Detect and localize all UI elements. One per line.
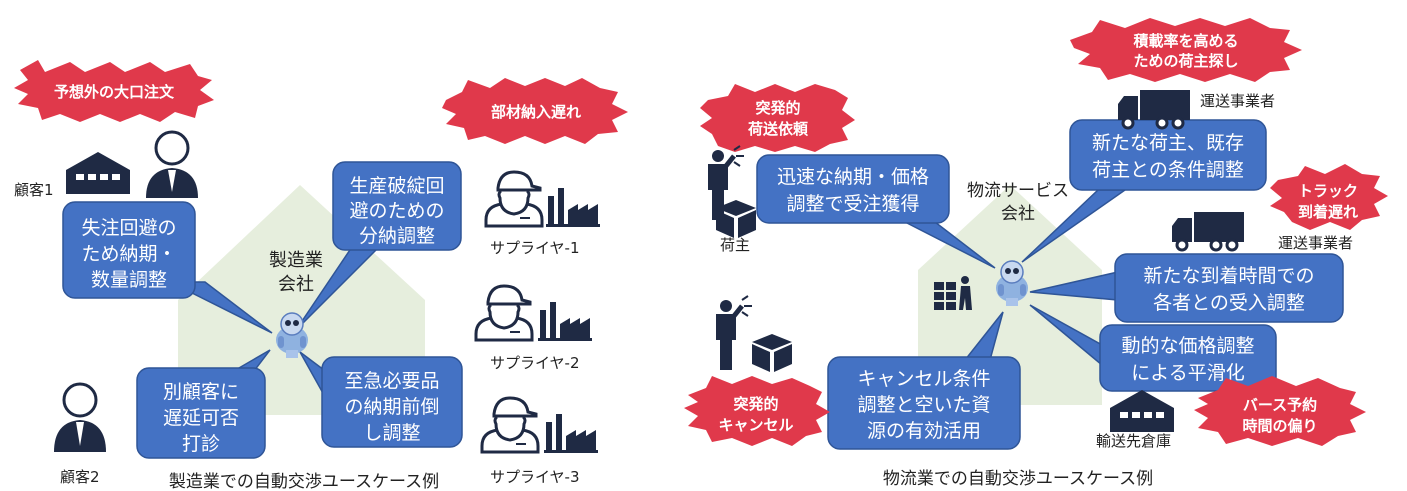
right-burst-urgent-line-1: 突発的	[755, 99, 800, 117]
left-bubble-4-line-2: の納期前倒	[344, 396, 439, 418]
right-burst-cancel-line-2: キャンセル	[718, 416, 793, 434]
left-bubble-1	[62, 201, 196, 299]
right-bubble-2-line-1: 新たな荷主、既存	[1092, 132, 1244, 154]
left-burst-delay	[442, 78, 628, 144]
carrier-1-label: 運送事業者	[1200, 92, 1275, 110]
right-bubble-5-line-1: キャンセル条件	[857, 368, 990, 390]
supplier-3-worker-icon	[480, 396, 540, 454]
left-bubble-4	[321, 356, 463, 448]
right-burst-berth	[1194, 376, 1366, 446]
supplier-1-factory-icon	[546, 188, 600, 227]
left-bubble-3-line-1: 別顧客に	[163, 381, 239, 403]
left-bubble-2	[332, 161, 462, 251]
right-burst-truck-line-1: トラック	[1298, 182, 1358, 200]
right-company-line-1: 物流サービス	[967, 181, 1069, 201]
right-bubble-1-line-1: 迅速な納期・価格	[777, 166, 929, 188]
left-bubble-2-line-1: 生産破綻回	[349, 175, 444, 197]
right-burst-load-line-2: ための荷主探し	[1133, 52, 1238, 70]
right-bubble-5-line-2: 調整と空いた資	[857, 394, 990, 416]
left-burst-delay-text: 部材納入遅れ	[491, 103, 581, 121]
left-company-line-2: 会社	[278, 274, 314, 295]
right-burst-truck	[1270, 164, 1388, 230]
carrier-2-truck-icon	[1170, 210, 1246, 252]
left-bubble-4-line-3: し調整	[363, 422, 420, 444]
right-burst-load-line-1: 積載率を高める	[1132, 32, 1238, 50]
right-caption: 物流業での自動交渉ユースケース例	[883, 469, 1153, 489]
cancel-person-icon	[716, 296, 752, 370]
right-burst-urgent-line-2: 荷送依頼	[748, 120, 809, 138]
supplier-2-worker-icon	[474, 284, 534, 342]
right-bubble-5-line-3: 源の有効活用	[867, 420, 981, 442]
pallet-worker-icon	[934, 276, 972, 310]
left-company-line-1: 製造業	[269, 250, 323, 271]
right-burst-berth-line-1: バース予約	[1243, 396, 1317, 414]
left-bubble-3	[136, 367, 266, 459]
customer-2-person-icon	[54, 382, 106, 452]
supplier-1-label: サプライヤ-1	[490, 239, 580, 257]
right-bubble-4	[1099, 324, 1277, 392]
left-bubble-1-line-1: 失注回避の	[81, 217, 176, 239]
right-burst-berth-line-2: 時間の偏り	[1242, 417, 1317, 435]
carrier-2-label: 運送事業者	[1278, 234, 1353, 252]
right-burst-cancel-line-1: 突発的	[733, 395, 778, 413]
right-bubble-3	[1114, 253, 1344, 323]
left-bubble-1-line-2: ため納期・	[81, 243, 176, 265]
customer-1-person-icon	[146, 130, 198, 198]
right-bubble-4-line-1: 動的な価格調整	[1121, 335, 1254, 357]
left-caption: 製造業での自動交渉ユースケース例	[169, 472, 439, 491]
supplier-1-worker-icon	[484, 170, 544, 228]
right-bubble-1-line-2: 調整で受注獲得	[786, 193, 919, 215]
left-bubble-3-line-3: 打診	[182, 433, 220, 455]
customer-1-warehouse-icon	[66, 152, 130, 194]
left-bubble-3-line-2: 遅延可否	[163, 407, 239, 429]
right-bubble-1	[756, 154, 950, 224]
shipper-label: 荷主	[720, 236, 750, 254]
left-bubble-4-line-1: 至急必要品	[344, 370, 439, 392]
right-burst-cancel	[684, 376, 830, 446]
supplier-3-label: サプライヤ-3	[490, 468, 580, 486]
cancel-box-icon	[752, 334, 792, 372]
supplier-3-factory-icon	[544, 414, 598, 453]
right-bubble-2-line-2: 荷主との条件調整	[1092, 159, 1244, 181]
right-bubble-4-line-2: による平滑化	[1131, 362, 1244, 384]
left-bubble-2-line-2: 避のための	[349, 200, 444, 222]
right-company-line-2: 会社	[1001, 204, 1035, 224]
warehouse-icon	[1110, 390, 1174, 432]
supplier-2-factory-icon	[538, 302, 592, 341]
right-burst-load	[1070, 18, 1302, 82]
warehouse-label: 輸送先倉庫	[1096, 432, 1171, 450]
right-burst-truck-line-2: 到着遅れ	[1298, 203, 1358, 221]
left-bubble-2-line-3: 分納調整	[359, 225, 435, 247]
left-burst-order	[14, 60, 214, 122]
left-bubble-1-line-3: 数量調整	[91, 269, 167, 291]
shipper-box-icon	[716, 200, 756, 238]
right-bubble-3-line-1: 新たな到着時間での	[1143, 265, 1314, 287]
supplier-2-label: サプライヤ-2	[490, 354, 580, 372]
right-bubble-5	[827, 356, 1021, 450]
left-burst-order-text: 予想外の大口注文	[54, 83, 175, 101]
right-bubble-3-line-2: 各者との受入調整	[1153, 292, 1305, 314]
customer-2-label: 顧客2	[60, 468, 100, 486]
customer-1-label: 顧客1	[14, 181, 54, 199]
right-burst-urgent	[700, 84, 855, 152]
